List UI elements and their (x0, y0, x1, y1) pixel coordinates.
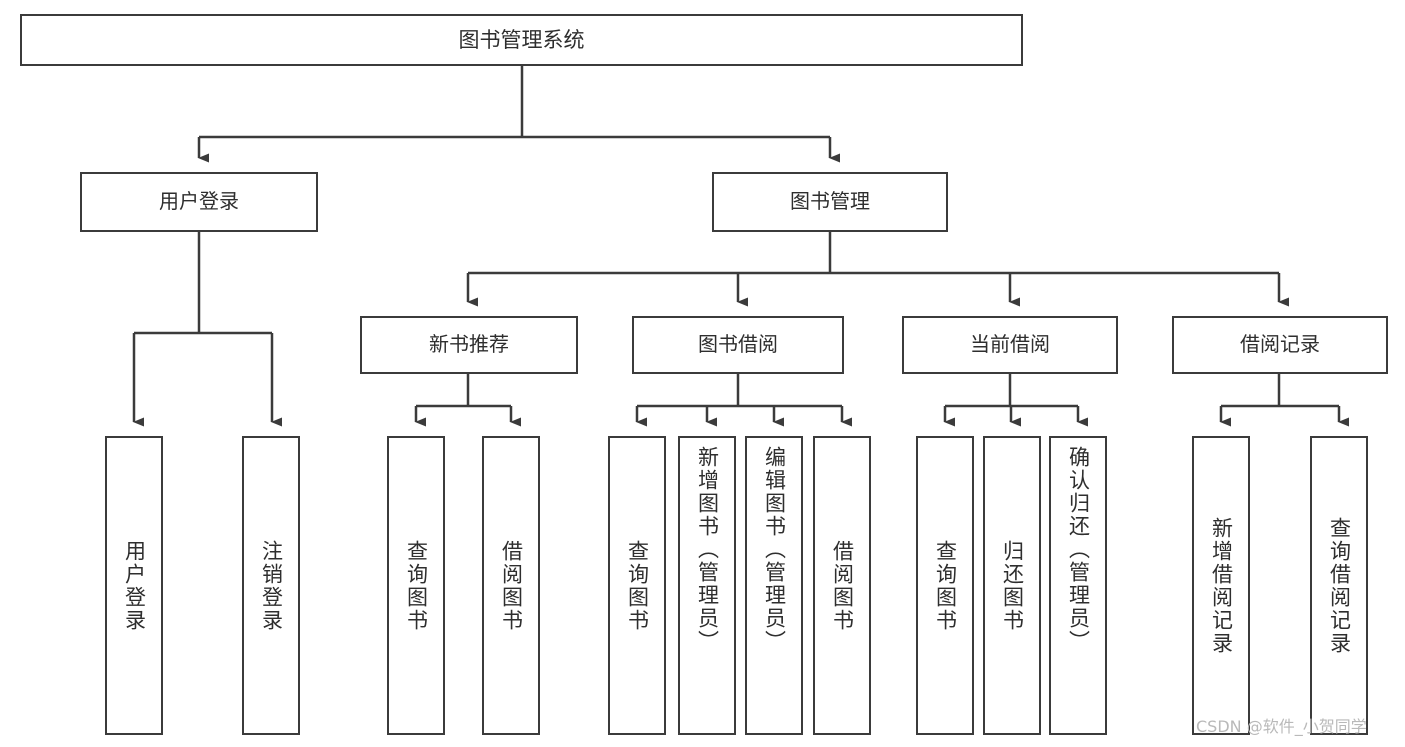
node-borrow-record-label: 借阅记录 (1240, 332, 1320, 357)
node-leaf-user-login[interactable]: 用户登录 (105, 436, 163, 735)
node-user-login-label: 用户登录 (159, 189, 239, 214)
node-leaf-add-book-label: 新增图书（管理员） (695, 446, 720, 653)
node-leaf-query-book-1-label: 查询图书 (404, 539, 429, 632)
node-leaf-user-login-label: 用户登录 (122, 539, 147, 632)
node-leaf-return-book-label: 归还图书 (1000, 539, 1025, 632)
node-leaf-query-book-2[interactable]: 查询图书 (608, 436, 666, 735)
edge-group-book-borrow (635, 374, 852, 427)
node-leaf-add-book[interactable]: 新增图书（管理员） (678, 436, 736, 735)
node-current-borrow-label: 当前借阅 (970, 332, 1050, 357)
node-leaf-add-record-label: 新增借阅记录 (1209, 516, 1234, 655)
node-leaf-borrow-book-1-label: 借阅图书 (499, 539, 524, 632)
node-leaf-query-book-3-label: 查询图书 (933, 539, 958, 632)
node-leaf-query-book-3[interactable]: 查询图书 (916, 436, 974, 735)
node-new-book-recommend[interactable]: 新书推荐 (360, 316, 578, 374)
node-leaf-edit-book-label: 编辑图书（管理员） (762, 446, 787, 653)
node-current-borrow[interactable]: 当前借阅 (902, 316, 1118, 374)
node-book-manage[interactable]: 图书管理 (712, 172, 948, 232)
node-leaf-edit-book[interactable]: 编辑图书（管理员） (745, 436, 803, 735)
node-leaf-confirm-return[interactable]: 确认归还（管理员） (1049, 436, 1107, 735)
node-leaf-return-book[interactable]: 归还图书 (983, 436, 1041, 735)
edge-group-book-manage (466, 232, 1289, 307)
edge-group-current-borrow (943, 374, 1088, 427)
edge-group-root (197, 66, 840, 163)
edge-group-borrow-record (1219, 374, 1349, 427)
node-new-book-recommend-label: 新书推荐 (429, 332, 509, 357)
node-leaf-add-record[interactable]: 新增借阅记录 (1192, 436, 1250, 735)
node-book-manage-label: 图书管理 (790, 189, 870, 214)
node-root-label: 图书管理系统 (458, 27, 585, 52)
node-leaf-borrow-book-2-label: 借阅图书 (830, 539, 855, 632)
node-leaf-borrow-book-2[interactable]: 借阅图书 (813, 436, 871, 735)
node-root[interactable]: 图书管理系统 (20, 14, 1023, 66)
node-leaf-query-record-label: 查询借阅记录 (1327, 516, 1352, 655)
node-leaf-query-book-2-label: 查询图书 (625, 539, 650, 632)
node-book-borrow[interactable]: 图书借阅 (632, 316, 844, 374)
node-leaf-user-logout[interactable]: 注销登录 (242, 436, 300, 735)
node-leaf-query-record[interactable]: 查询借阅记录 (1310, 436, 1368, 735)
node-book-borrow-label: 图书借阅 (698, 332, 778, 357)
node-borrow-record[interactable]: 借阅记录 (1172, 316, 1388, 374)
node-leaf-borrow-book-1[interactable]: 借阅图书 (482, 436, 540, 735)
node-leaf-query-book-1[interactable]: 查询图书 (387, 436, 445, 735)
edge-group-user-login (132, 232, 282, 427)
node-user-login[interactable]: 用户登录 (80, 172, 318, 232)
edge-group-new-book-recommend (414, 374, 521, 427)
node-leaf-user-logout-label: 注销登录 (259, 539, 284, 632)
node-leaf-confirm-return-label: 确认归还（管理员） (1066, 446, 1091, 653)
